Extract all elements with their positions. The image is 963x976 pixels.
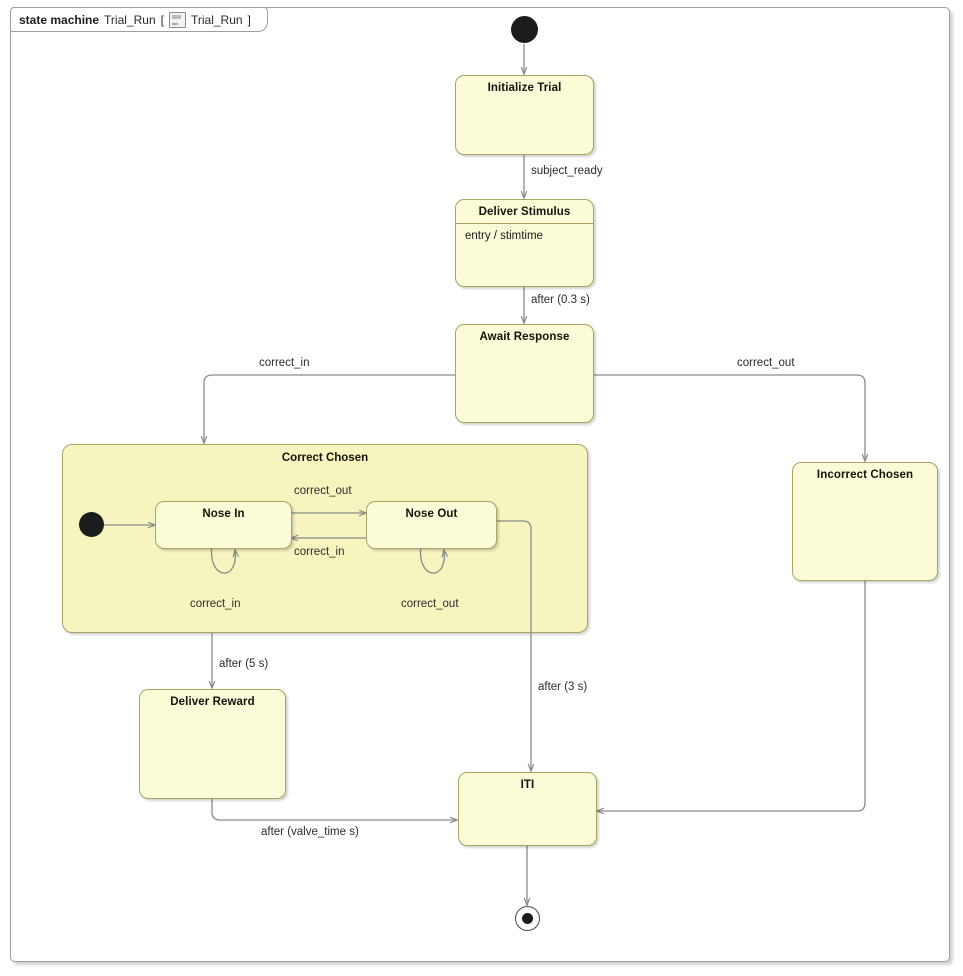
bracket-open: [ — [160, 12, 164, 27]
state-incorrect-chosen[interactable]: Incorrect Chosen — [792, 462, 938, 581]
transition-label-after-0-3-s: after (0.3 s) — [531, 294, 590, 306]
diagram-frame-header[interactable]: state machine Trial_Run [ Trial_Run ] — [10, 7, 268, 32]
frame-name-label: Trial_Run — [104, 12, 156, 27]
frame-kind-label: state machine — [19, 12, 100, 27]
state-title: Initialize Trial — [487, 82, 562, 94]
composite-initial-pseudostate[interactable] — [79, 512, 104, 537]
state-nose-out[interactable]: Nose Out — [366, 501, 497, 549]
state-title: Nose In — [202, 508, 245, 520]
state-title: ITI — [520, 779, 535, 791]
transition-label-subject-ready: subject_ready — [531, 165, 603, 177]
initial-pseudostate[interactable] — [511, 16, 538, 43]
state-initialize-trial[interactable]: Initialize Trial — [455, 75, 594, 155]
state-title: Nose Out — [405, 508, 458, 520]
state-title: Deliver Stimulus — [456, 200, 593, 224]
state-deliver-reward[interactable]: Deliver Reward — [139, 689, 286, 799]
composite-state-correct-chosen[interactable]: Correct Chosen — [62, 444, 588, 633]
transition-label-nose-in-self-loop: correct_in — [190, 598, 241, 610]
state-deliver-stimulus[interactable]: Deliver Stimulus entry / stimtime — [455, 199, 594, 287]
state-iti[interactable]: ITI — [458, 772, 597, 846]
bracket-close: ] — [247, 12, 251, 27]
transition-label-after-3-s: after (3 s) — [538, 681, 588, 693]
state-entry-behavior: entry / stimtime — [465, 230, 543, 242]
transition-label-correct-out-to-incorrect-chosen: correct_out — [737, 357, 795, 369]
transition-label-nose-out-to-nose-in: correct_in — [294, 546, 345, 558]
state-title: Deliver Reward — [170, 696, 255, 708]
transition-label-correct-in-to-correct-chosen: correct_in — [259, 357, 310, 369]
state-title: Await Response — [479, 331, 570, 343]
state-nose-in[interactable]: Nose In — [155, 501, 292, 549]
transition-label-nose-in-to-nose-out: correct_out — [294, 485, 352, 497]
composite-state-title: Correct Chosen — [281, 452, 369, 464]
transition-label-nose-out-self-loop: correct_out — [401, 598, 459, 610]
state-machine-diagram-icon — [168, 11, 186, 28]
transition-label-after-valve-time-s: after (valve_time s) — [261, 826, 359, 838]
frame-diagram-name-label: Trial_Run — [190, 12, 243, 27]
state-title: Incorrect Chosen — [816, 469, 914, 481]
transition-label-after-5-s: after (5 s) — [219, 658, 269, 670]
final-state[interactable] — [515, 906, 540, 931]
state-await-response[interactable]: Await Response — [455, 324, 594, 423]
